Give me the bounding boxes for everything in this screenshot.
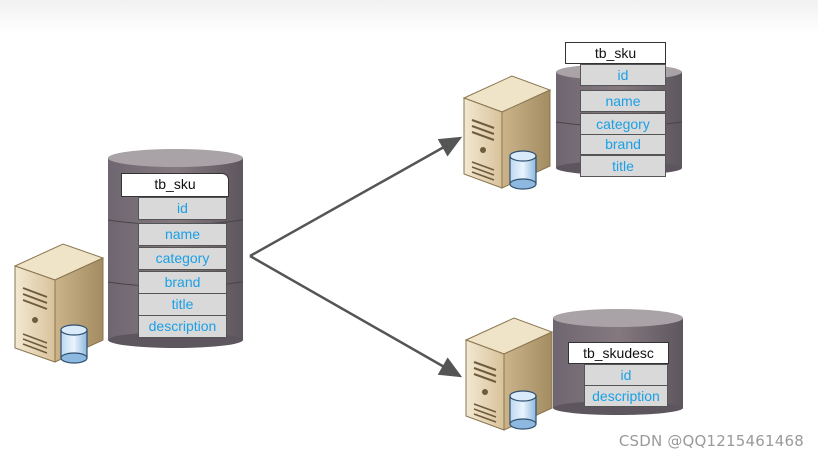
target-sku-field-id: id: [580, 64, 666, 86]
split-arrow-to-sku: [249, 136, 463, 258]
source-table-title: tb_sku: [121, 173, 229, 197]
top-band: [0, 0, 818, 34]
source-field-id: id: [138, 197, 227, 220]
source-field-description: description: [138, 315, 227, 338]
watermark-text: CSDN @QQ1215461468: [618, 432, 804, 450]
source-field-title: title: [138, 293, 227, 316]
target-sku-field-name: name: [580, 90, 666, 112]
target-sku-table-title: tb_sku: [565, 42, 666, 64]
source-field-category: category: [138, 247, 227, 270]
target-sku-field-brand: brand: [580, 134, 666, 155]
server-icon: [13, 243, 105, 364]
target-skudesc-field-description: description: [584, 385, 668, 407]
server-icon: [464, 317, 554, 431]
target-sku-field-category: category: [580, 113, 666, 135]
source-field-brand: brand: [138, 271, 227, 294]
source-field-name: name: [138, 223, 227, 246]
split-arrow-to-skudesc: [249, 254, 463, 378]
target-sku-field-title: title: [580, 155, 666, 177]
server-icon: [462, 75, 552, 190]
target-skudesc-table-title: tb_skudesc: [568, 342, 669, 364]
target-skudesc-field-id: id: [584, 364, 668, 386]
